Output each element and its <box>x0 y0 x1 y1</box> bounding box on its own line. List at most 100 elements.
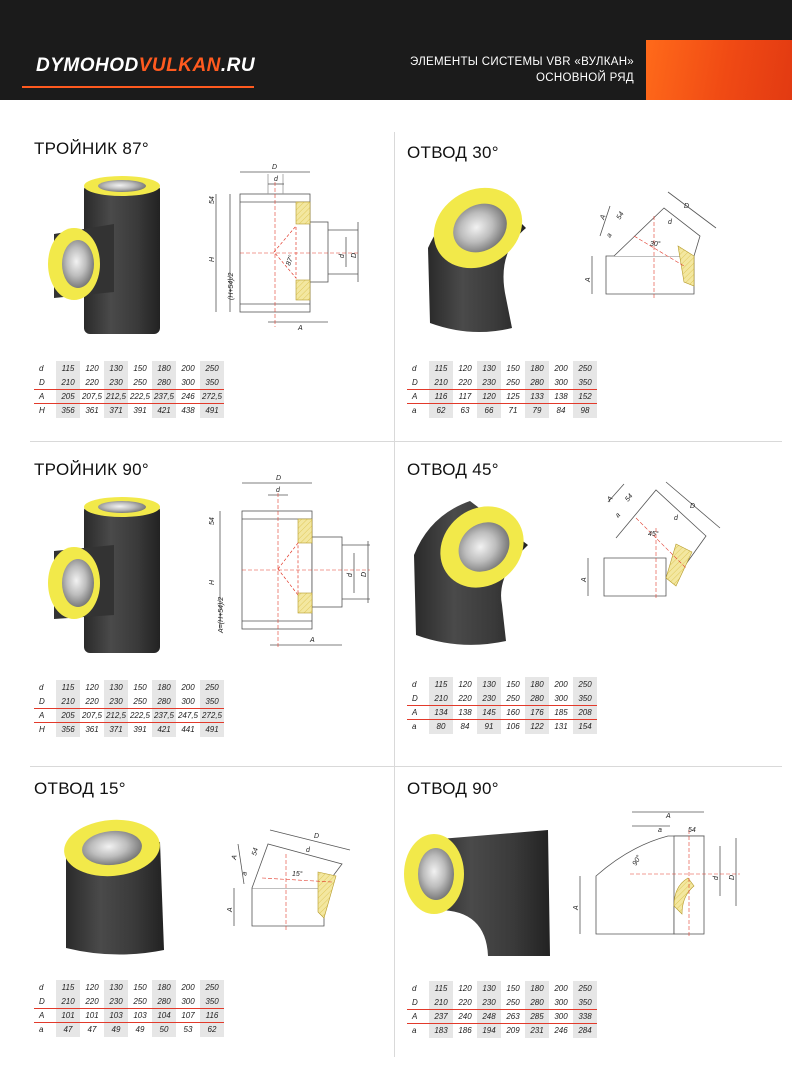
table-cell: 120 <box>477 389 501 405</box>
table-cell: 230 <box>477 691 501 706</box>
row-label: d <box>39 363 44 373</box>
dim-label-54: 54 <box>209 517 216 525</box>
section-title: ОТВОД 30° <box>407 143 499 162</box>
section-title: ТРОЙНИК 90° <box>34 460 149 479</box>
dim-label-angle: 30° <box>650 240 661 248</box>
table-cell: 222,5 <box>128 389 152 405</box>
table-cell: 250 <box>573 981 597 996</box>
row-label: D <box>407 375 429 390</box>
dim-label-d: d <box>674 515 679 522</box>
dim-label-D-side: D <box>351 253 358 258</box>
table-cell: 150 <box>133 363 147 373</box>
row-label: D <box>34 694 56 709</box>
dim-label-A-top: A <box>665 813 671 820</box>
row-label: d <box>412 679 417 689</box>
table-cell: 50 <box>152 1022 176 1037</box>
table-cell: 280 <box>525 375 549 390</box>
dim-label-54: 54 <box>624 493 634 504</box>
table-cell: 250 <box>573 361 597 376</box>
table-cell: 231 <box>525 1023 549 1038</box>
brand-logo[interactable]: DYMOHODVULKAN.RU <box>36 55 256 76</box>
table-cell: 280 <box>152 994 176 1009</box>
table-cell: 120 <box>85 682 99 692</box>
dim-label-d: d <box>276 487 281 494</box>
table-cell: 272,5 <box>200 389 224 405</box>
table-cell: 209 <box>506 1026 520 1036</box>
section-tee-90: ТРОЙНИК 90° <box>34 460 149 480</box>
table-cell: 120 <box>458 679 472 689</box>
table-cell: 200 <box>554 983 568 993</box>
row-label: A <box>34 389 56 405</box>
section-elbow-15: ОТВОД 15° <box>34 779 126 799</box>
table-cell: 130 <box>104 361 128 376</box>
table-cell: 356 <box>56 403 80 418</box>
dim-label-a: a <box>606 232 614 239</box>
table-cell: 222,5 <box>128 708 152 724</box>
row-label: D <box>34 994 56 1009</box>
table-cell: 176 <box>525 705 549 721</box>
table-cell: 391 <box>133 406 147 416</box>
dim-label-A: A <box>581 577 588 583</box>
table-cell: 350 <box>200 694 224 709</box>
dim-label-A: A <box>573 905 580 911</box>
tee-87-technical-drawing: D d 54 H (H+54)/2 87° d D A <box>209 164 359 332</box>
row-divider-2 <box>30 766 782 767</box>
row-label: D <box>407 691 429 706</box>
table-cell: 246 <box>176 389 200 405</box>
dim-label-half: A=(H+54)/2 <box>218 597 225 634</box>
dim-label-d: d <box>274 176 279 183</box>
dim-label-d: d <box>306 847 311 854</box>
elbow-30-product-image <box>428 187 526 332</box>
logo-underline <box>22 86 254 88</box>
table-cell: 230 <box>477 375 501 390</box>
table-cell: 150 <box>506 983 520 993</box>
row-label: A <box>34 1008 56 1024</box>
table-cell: 280 <box>525 995 549 1010</box>
table-cell: 441 <box>181 725 195 735</box>
row-label: a <box>412 406 417 416</box>
table-cell: 220 <box>80 375 104 390</box>
dim-label-D-side: D <box>361 572 368 577</box>
table-cell: 250 <box>200 980 224 995</box>
page-header: DYMOHODVULKAN.RU ЭЛЕМЕНТЫ СИСТЕМЫ VBR «В… <box>0 0 792 100</box>
table-cell: 160 <box>501 705 525 721</box>
table-cell: 371 <box>104 403 128 418</box>
header-title: ЭЛЕМЕНТЫ СИСТЕМЫ VBR «ВУЛКАН» <box>410 56 634 68</box>
row-label: D <box>407 995 429 1010</box>
table-cell: 220 <box>453 375 477 390</box>
table-cell: 180 <box>525 981 549 996</box>
table-cell: 300 <box>176 994 200 1009</box>
table-cell: 150 <box>133 982 147 992</box>
table-cell: 120 <box>458 983 472 993</box>
dim-label-A-top: A <box>231 854 239 861</box>
table-cell: 200 <box>554 363 568 373</box>
dim-label-54: 54 <box>251 847 260 856</box>
table-cell: 371 <box>104 722 128 737</box>
dim-label-a: a <box>241 871 249 877</box>
table-cell: 116 <box>429 389 453 405</box>
elbow-45-technical-drawing: A 54 a D d 45° A <box>581 481 721 600</box>
table-cell: 230 <box>477 995 501 1010</box>
dim-label-a: a <box>658 827 662 834</box>
table-cell: 350 <box>573 691 597 706</box>
table-cell: 280 <box>525 691 549 706</box>
dim-label-54: 54 <box>688 827 696 834</box>
table-cell: 62 <box>429 403 453 418</box>
table-cell: 300 <box>549 375 573 390</box>
table-cell: 122 <box>525 719 549 734</box>
table-cell: 250 <box>200 680 224 695</box>
table-cell: 300 <box>549 691 573 706</box>
elbow-45-product-image <box>414 501 528 645</box>
table-cell: 491 <box>200 403 224 418</box>
table-cell: 246 <box>554 1026 568 1036</box>
dim-label-d: d <box>668 219 673 226</box>
